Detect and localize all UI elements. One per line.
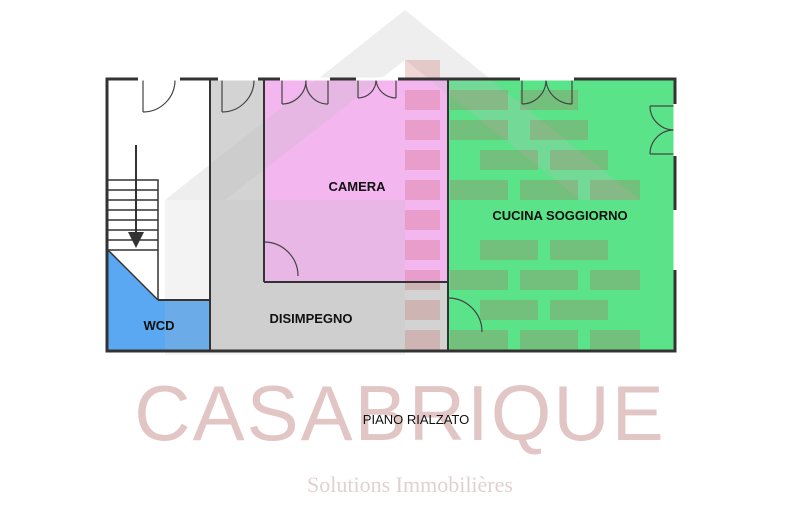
stair-arrow-head xyxy=(128,232,144,248)
doors xyxy=(142,79,675,333)
camera-room xyxy=(264,80,448,282)
stair-outline xyxy=(108,179,159,300)
door-camera-right xyxy=(357,79,397,99)
watermark-roof xyxy=(165,10,640,200)
label-cucina-soggiorno: CUCINA SOGGIORNO xyxy=(492,208,627,223)
staircase xyxy=(107,145,159,301)
label-camera: CAMERA xyxy=(328,179,386,194)
openings xyxy=(138,77,677,270)
door-disimpegno xyxy=(221,79,255,113)
door-entrance xyxy=(142,79,176,113)
watermark-house-left xyxy=(165,200,405,355)
watermark-logo xyxy=(165,10,640,355)
label-disimpegno: DISIMPEGNO xyxy=(269,311,352,326)
cucina-soggiorno-room xyxy=(448,80,674,350)
floor-label: PIANO RIALZATO xyxy=(363,412,469,427)
watermark-bricks xyxy=(405,60,640,350)
stair-diagonal xyxy=(107,249,159,301)
door-cucina-right xyxy=(649,105,675,155)
watermark-tagline: Solutions Immobilières xyxy=(307,472,513,497)
door-cucina-top xyxy=(521,79,573,105)
watermark-brand: CASABRIQUE xyxy=(134,369,665,457)
label-wcd: WCD xyxy=(143,318,174,333)
door-camera-left xyxy=(281,79,329,105)
